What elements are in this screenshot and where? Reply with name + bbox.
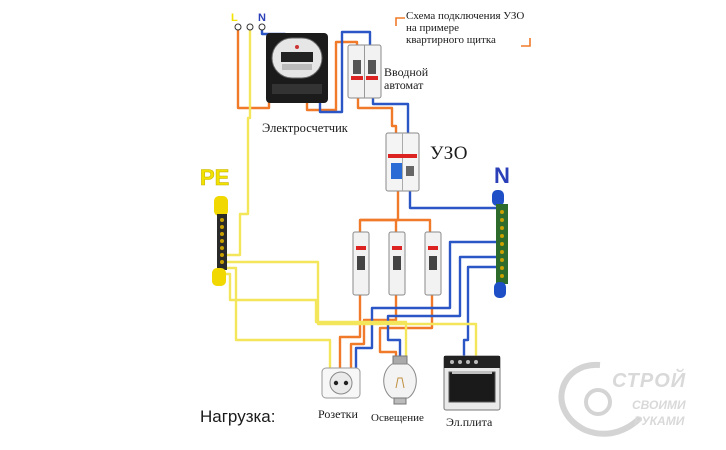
- n-busbar: [492, 190, 508, 298]
- socket-phase-wire: [338, 295, 362, 368]
- rcd-device: [385, 132, 420, 192]
- light-bulb: [383, 355, 417, 405]
- pe-busbar: [212, 196, 228, 286]
- watermark-text: СТРОЙ: [612, 370, 686, 393]
- group-breaker: [352, 231, 370, 296]
- light-label: Освещение: [371, 412, 424, 424]
- phase-busbar-wire: [360, 218, 432, 232]
- breaker-neutral-out-wire: [371, 98, 410, 140]
- breaker-phase-out-wire: [356, 98, 398, 140]
- group-breaker: [388, 231, 406, 296]
- rcd-neutral-to-bus-wire: [408, 190, 501, 210]
- socket-outlet: [321, 367, 361, 399]
- diagram-caption: Схема подключения УЗО на примере квартир…: [406, 10, 536, 46]
- supply-pe-wire: [226, 27, 252, 257]
- group-breaker: [424, 231, 442, 296]
- stove-label: Эл.плита: [446, 415, 493, 429]
- main-breaker-label: Вводной автомат: [384, 65, 429, 93]
- watermark-text: СВОИМИ: [632, 398, 686, 412]
- watermark-logo: [558, 361, 643, 437]
- stove-pe-wire: [226, 260, 478, 356]
- meter-label: Электросчетчик: [262, 121, 348, 135]
- meter-phase-out-wire: [305, 40, 359, 112]
- socket-label: Розетки: [318, 407, 358, 421]
- socket-neutral-wire: [354, 240, 497, 368]
- loads-title: Нагрузка:: [200, 407, 276, 426]
- rcd-label: УЗО: [430, 143, 468, 164]
- light-pe-wire: [226, 272, 408, 360]
- caption-bracket: [395, 17, 531, 47]
- watermark-text: РУКАМИ: [634, 414, 684, 428]
- stove-phase-wire: [378, 295, 434, 362]
- main-breaker-label-line: автомат: [384, 78, 424, 93]
- n-bus-label: N: [494, 163, 510, 188]
- socket-pe-wire: [226, 266, 332, 368]
- light-neutral-wire: [386, 255, 497, 362]
- pe-bus-label: PE: [200, 165, 230, 190]
- caption-line: Схема подключения УЗО: [406, 10, 525, 22]
- watermark-line: СВОИМИ: [632, 398, 686, 412]
- meter-neutral-out-wire: [318, 30, 372, 114]
- watermark-line: СТРОЙ: [612, 370, 687, 392]
- caption-line: на примере: [406, 22, 460, 35]
- rcd-phase-to-breakers-wire: [358, 190, 400, 232]
- main-breaker: [347, 44, 382, 99]
- electricity-meter: [266, 33, 328, 103]
- watermark-line: РУКАМИ: [634, 414, 685, 428]
- light-phase-wire: [349, 295, 398, 368]
- supply-terminals: [234, 23, 266, 31]
- electric-stove: [443, 355, 501, 411]
- caption-line: квартирного щитка: [406, 34, 496, 47]
- main-breaker-label-line: Вводной: [384, 65, 429, 79]
- stove-neutral-wire: [462, 265, 497, 356]
- supply-label-n: N: [258, 12, 266, 24]
- supply-phase-wire: [236, 27, 271, 110]
- supply-label-l: L: [231, 12, 238, 24]
